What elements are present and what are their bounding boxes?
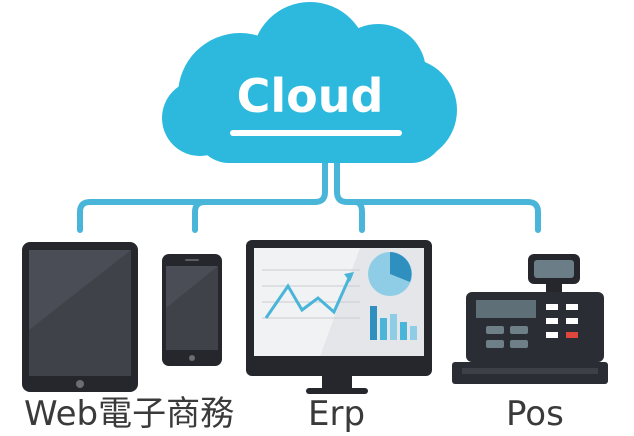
cloud-underline: [230, 130, 402, 136]
smartphone-icon: [162, 254, 222, 366]
cloud-title: Cloud: [237, 69, 384, 123]
cash-register-icon: [452, 254, 608, 384]
label-erp: Erp: [308, 394, 366, 434]
connector-lines: [77, 157, 541, 233]
cloud-icon: Cloud: [162, 2, 457, 163]
label-web-ecommerce: Web電子商務: [24, 394, 235, 434]
label-pos: Pos: [506, 394, 564, 434]
monitor-icon: [246, 240, 432, 394]
tablet-icon: [22, 242, 138, 392]
